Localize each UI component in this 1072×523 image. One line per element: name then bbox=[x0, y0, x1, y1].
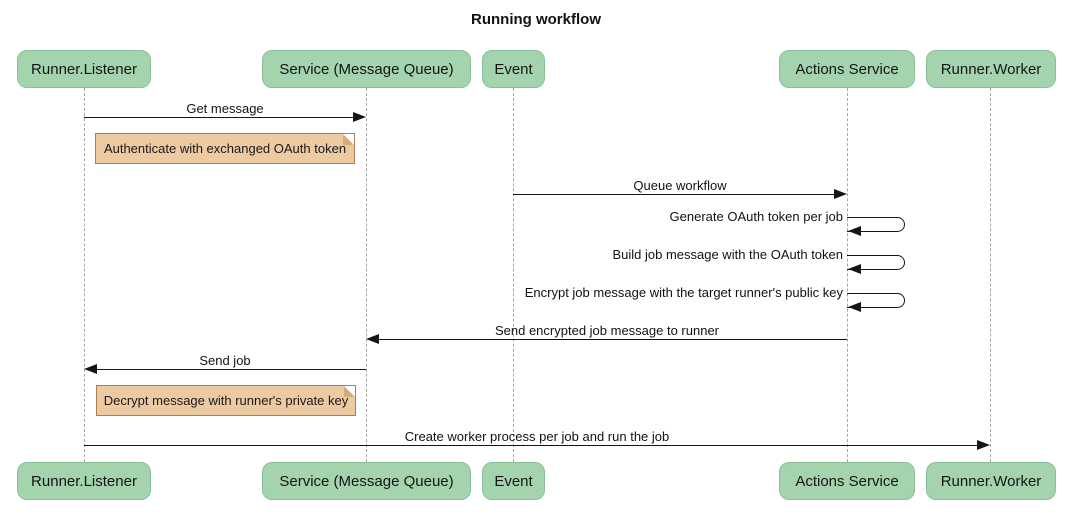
message-label: Generate OAuth token per job bbox=[669, 209, 843, 224]
message-label: Build job message with the OAuth token bbox=[612, 247, 843, 262]
participant-service-mq-bottom: Service (Message Queue) bbox=[262, 462, 471, 500]
arrow-line bbox=[513, 194, 834, 195]
arrowhead-right-icon bbox=[977, 440, 990, 450]
message-label: Send job bbox=[199, 353, 251, 368]
lifeline-runner-listener bbox=[84, 88, 85, 462]
note-authenticate: Authenticate with exchanged OAuth token bbox=[95, 133, 355, 164]
self-loop-line bbox=[847, 255, 905, 270]
lifeline-event bbox=[513, 88, 514, 462]
arrowhead-left-icon bbox=[84, 364, 97, 374]
participant-actions-service-bottom: Actions Service bbox=[779, 462, 915, 500]
lifeline-service-mq bbox=[366, 88, 367, 462]
lifeline-actions-service bbox=[847, 88, 848, 462]
arrowhead-left-icon bbox=[366, 334, 379, 344]
lifeline-runner-worker bbox=[990, 88, 991, 462]
diagram-title: Running workflow bbox=[471, 11, 601, 28]
participant-event-bottom: Event bbox=[482, 462, 545, 500]
note-text: Decrypt message with runner's private ke… bbox=[103, 393, 349, 408]
participant-event-top: Event bbox=[482, 50, 545, 88]
self-loop-line bbox=[847, 217, 905, 232]
arrowhead-left-icon bbox=[848, 302, 861, 312]
note-fold-icon bbox=[344, 386, 355, 397]
arrow-line bbox=[84, 117, 353, 118]
participant-runner-worker-bottom: Runner.Worker bbox=[926, 462, 1056, 500]
self-loop-line bbox=[847, 293, 905, 308]
note-fold-icon bbox=[343, 134, 354, 145]
arrowhead-left-icon bbox=[848, 264, 861, 274]
message-label: Queue workflow bbox=[633, 178, 727, 193]
arrow-line bbox=[97, 369, 366, 370]
message-label: Send encrypted job message to runner bbox=[494, 323, 720, 338]
participant-actions-service-top: Actions Service bbox=[779, 50, 915, 88]
note-text: Authenticate with exchanged OAuth token bbox=[103, 141, 347, 156]
message-label: Get message bbox=[186, 101, 264, 116]
arrow-line bbox=[379, 339, 847, 340]
message-label: Encrypt job message with the target runn… bbox=[524, 285, 843, 300]
message-label: Create worker process per job and run th… bbox=[404, 429, 670, 444]
participant-runner-listener-bottom: Runner.Listener bbox=[17, 462, 151, 500]
arrow-line bbox=[84, 445, 977, 446]
participant-runner-listener-top: Runner.Listener bbox=[17, 50, 151, 88]
note-decrypt: Decrypt message with runner's private ke… bbox=[96, 385, 356, 416]
arrowhead-right-icon bbox=[353, 112, 366, 122]
participant-runner-worker-top: Runner.Worker bbox=[926, 50, 1056, 88]
arrowhead-right-icon bbox=[834, 189, 847, 199]
participant-service-mq-top: Service (Message Queue) bbox=[262, 50, 471, 88]
arrowhead-left-icon bbox=[848, 226, 861, 236]
